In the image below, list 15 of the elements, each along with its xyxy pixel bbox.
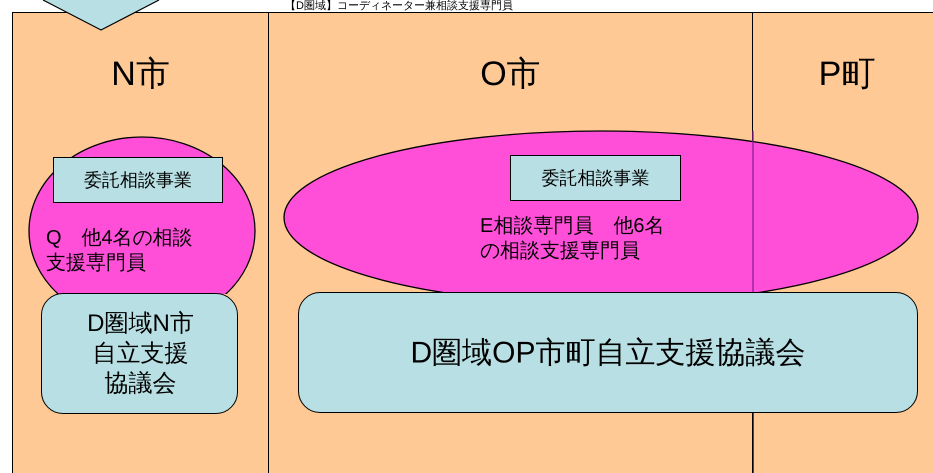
council-box xyxy=(298,292,918,413)
column-heading: P町 xyxy=(818,54,876,95)
staff-text: Q 他4名の相談支援専門員 xyxy=(46,226,194,276)
title: 【D圏域】コーディネーター兼相談支援専門員 xyxy=(285,0,513,12)
council-box xyxy=(41,293,238,414)
council-name: D圏域N市自立支援協議会 xyxy=(86,308,195,398)
council-name: D圏域OP市町自立支援協議会 xyxy=(409,334,806,371)
label-box xyxy=(510,155,681,201)
label-box xyxy=(53,157,223,203)
column-heading: O市 xyxy=(479,54,542,95)
column-heading: N市 xyxy=(110,54,171,95)
staff-text: E相談専門員 他6名の相談支援専門員 xyxy=(480,214,666,264)
box-label: 委託相談事業 xyxy=(540,166,650,190)
box-label: 委託相談事業 xyxy=(83,168,193,192)
region-column xyxy=(12,12,269,473)
